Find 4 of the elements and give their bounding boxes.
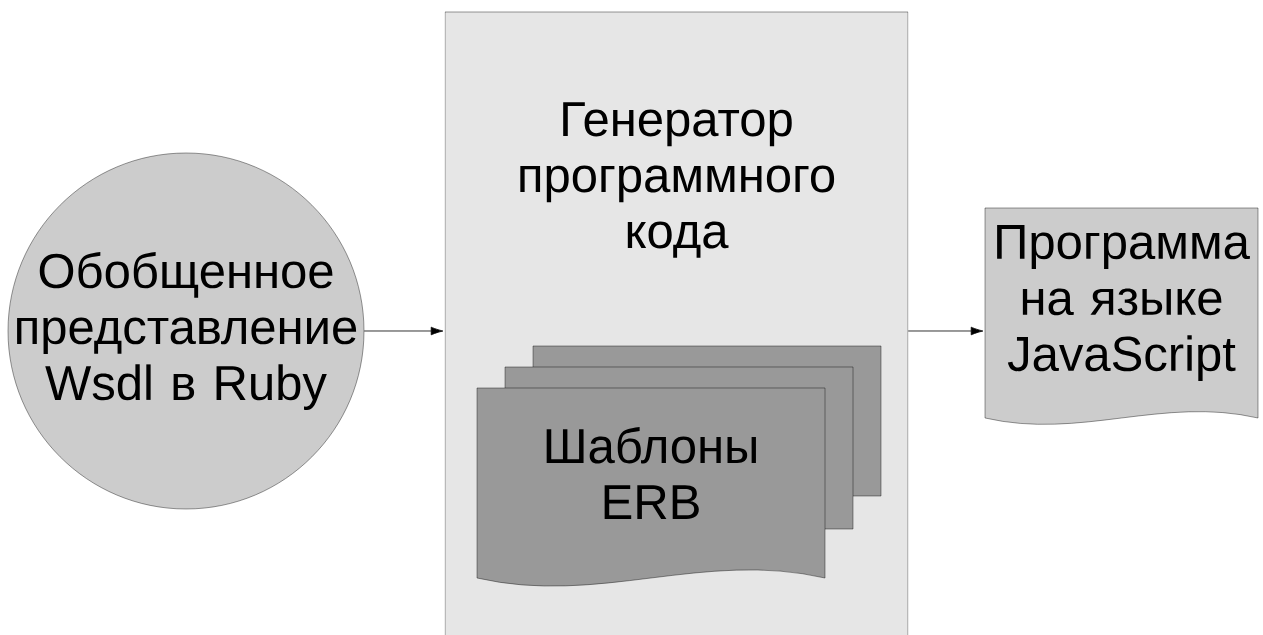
document-stack: Шаблоны ERB bbox=[476, 345, 882, 587]
arrow bbox=[907, 326, 984, 336]
circle-node: Обобщенное представление Wsdl в Ruby bbox=[7, 152, 365, 510]
arrow bbox=[363, 326, 444, 336]
